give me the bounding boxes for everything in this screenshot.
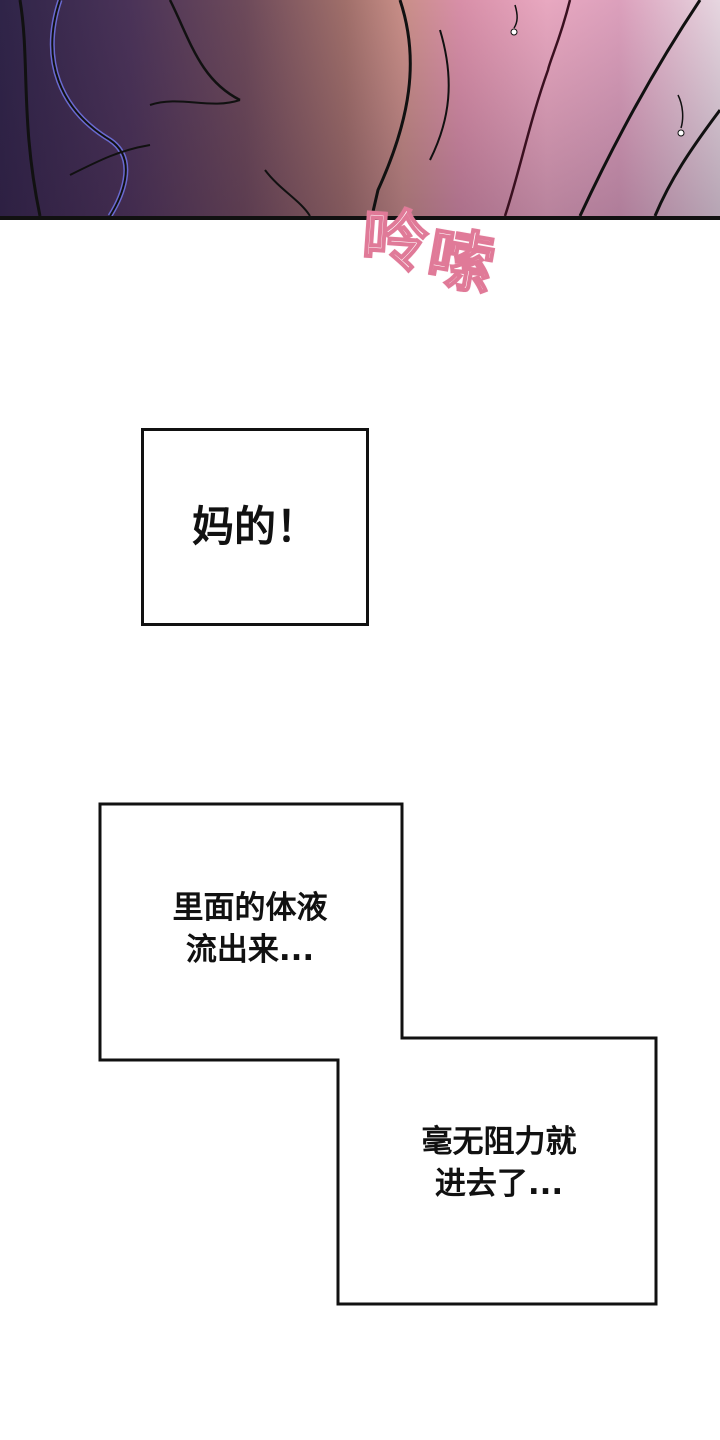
sfx-char-1: 呤	[358, 199, 433, 283]
panel-border	[0, 216, 720, 220]
caption-text-1: 妈的！	[191, 501, 318, 551]
caption-3-line-1: 毫无阻力就	[421, 1124, 577, 1160]
caption-2-line-2: 流出来...	[185, 931, 315, 968]
caption-3-line-2: 进去了...	[434, 1165, 564, 1202]
caption-box-1: 妈的！	[141, 428, 369, 626]
line-art	[18, 0, 720, 216]
caption-text-3: 毫无阻力就 进去了...	[340, 1122, 658, 1206]
sound-effect-text: 呤嗦	[358, 185, 503, 306]
caption-2-line-1: 里面的体液	[172, 890, 328, 926]
sfx-char-2: 嗦	[421, 217, 503, 307]
caption-text-2: 里面的体液 流出来...	[100, 888, 400, 972]
comic-art-panel	[0, 0, 720, 216]
